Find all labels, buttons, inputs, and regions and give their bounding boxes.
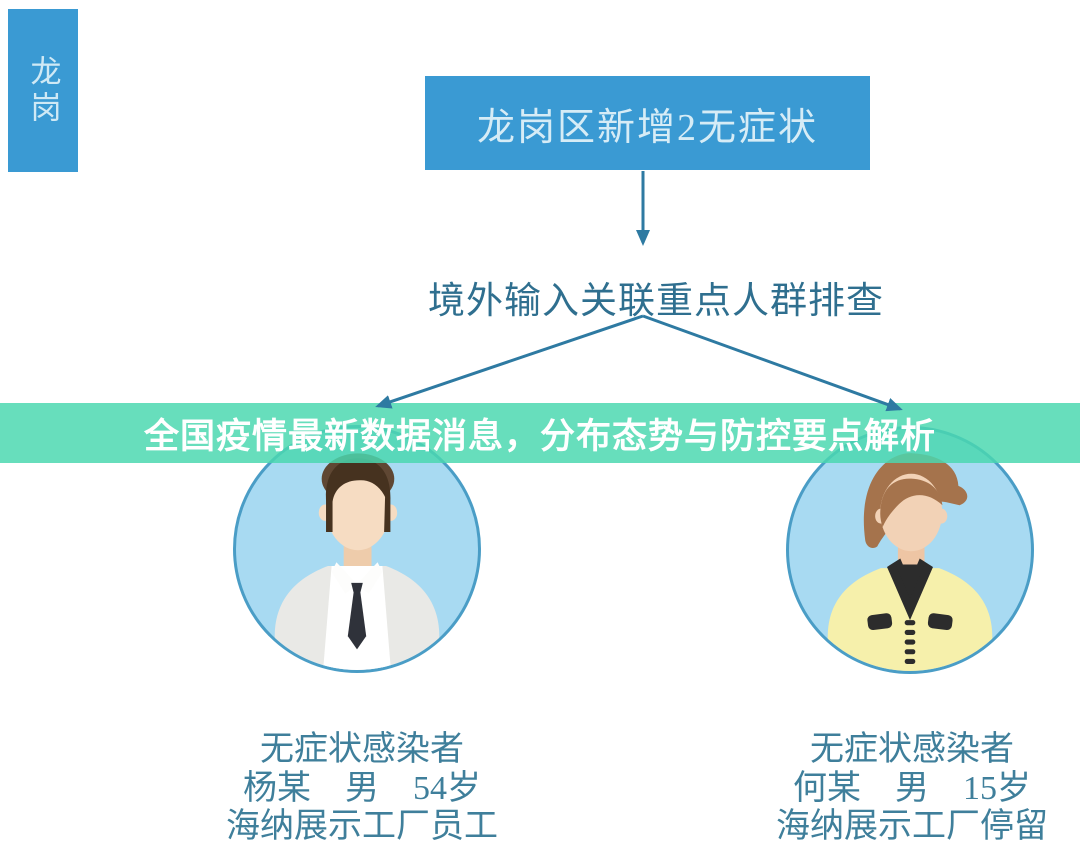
case-identity-line: 杨某 男 54岁 <box>243 769 481 807</box>
branch-left-arrow-icon <box>375 314 644 409</box>
branch-right-arrow-icon <box>642 314 903 412</box>
banner-title-text: 全国疫情最新数据消息，分布态势与防控要点解析 <box>143 416 936 456</box>
case-occupation-line: 海纳展示工厂停留 <box>776 808 1048 845</box>
male-office-worker-avatar-icon <box>274 453 440 670</box>
case-avatar-circle-left <box>233 425 481 673</box>
case-status-line: 无症状感染者 <box>810 731 1014 768</box>
teen-boy-yellow-jacket-avatar-icon <box>827 453 993 671</box>
case-avatar-circle-right <box>786 426 1034 674</box>
case-status-line: 无症状感染者 <box>260 731 464 768</box>
title-banner <box>0 403 1080 463</box>
case-identity-line: 何某 男 15岁 <box>793 769 1031 807</box>
flowchart-header-label: 龙岗区新增2无症状 <box>476 106 818 149</box>
case-caption-left: 无症状感染者 杨某 男 54岁 海纳展示工厂员工 <box>177 731 547 847</box>
region-badge: 龙岗 <box>8 9 78 172</box>
case-occupation-line: 海纳展示工厂员工 <box>226 808 498 845</box>
flowchart-header-box: 龙岗区新增2无症状 <box>425 76 870 170</box>
screening-step-label: 境外输入关联重点人群排查 <box>428 281 884 322</box>
region-badge-label: 龙岗 <box>25 54 61 127</box>
case-caption-right: 无症状感染者 何某 男 15岁 海纳展示工厂停留 <box>727 731 1080 847</box>
